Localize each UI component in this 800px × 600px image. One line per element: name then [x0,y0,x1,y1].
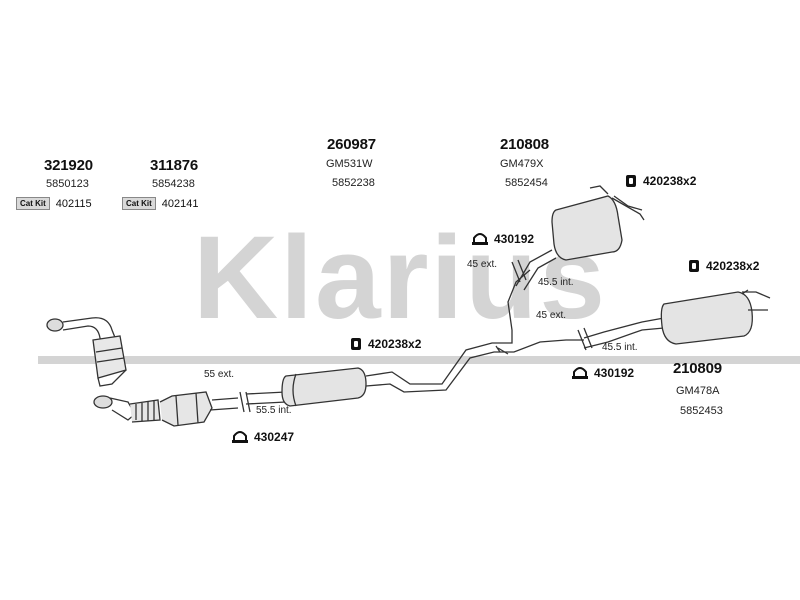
oe-number-cat1: 5850123 [46,178,89,190]
ref-clamp-mid: 430192 [472,232,534,246]
cat-kit-cat1: Cat Kit 402115 [16,197,92,210]
dim-ext-front: 55 ext. [204,369,235,380]
dim-int-front: 55.5 int. [256,405,292,416]
ref-label: 430247 [254,430,295,444]
ref-label: 420238x2 [643,174,697,188]
ref-label: 420238x2 [706,259,760,273]
dim-int-rear: 45.5 int. [602,342,638,353]
part-code-center: 260987 [327,136,376,153]
dim-ext-mid: 45 ext. [467,259,498,270]
oe-number-center: 5852238 [332,177,375,189]
rubber-mount-icon [689,260,699,272]
ref-mount-center: 420238x2 [350,337,421,351]
dim-ext-rear: 45 ext. [536,310,567,321]
clamp-icon [472,233,488,245]
oe-number-rear: 5852453 [680,405,723,417]
clamp-icon [232,431,248,443]
gm-number-center: GM531W [326,158,373,170]
part-code-cat1: 321920 [44,157,93,174]
ref-clamp-front: 430247 [232,430,294,444]
cat-kit-cat2: Cat Kit 402141 [122,197,199,210]
watermark-text: Klarius [193,212,607,344]
rubber-mount-icon [626,175,636,187]
catalytic-converter-2 [93,391,239,427]
ref-label: 430192 [594,366,635,380]
rear-silencer [583,289,771,349]
cat-kit-number: 402141 [161,197,199,210]
gm-number-rear: GM478A [676,385,720,397]
oe-number-mid: 5852454 [505,177,548,189]
mid-silencer [515,185,645,291]
gm-number-mid: GM479X [500,158,544,170]
cat-kit-badge: Cat Kit [122,197,156,210]
center-silencer [245,269,584,407]
catalytic-converter-1 [46,317,127,387]
ref-label: 430192 [494,232,535,246]
clamp-icon [572,367,588,379]
part-code-rear: 210809 [673,360,722,377]
ref-mount-right: 420238x2 [688,259,759,273]
part-code-cat2: 311876 [150,157,199,174]
ref-mount-upper-right: 420238x2 [625,174,696,188]
rubber-mount-icon [351,338,361,350]
ref-clamp-rear: 430192 [572,366,634,380]
ref-label: 420238x2 [368,337,422,351]
cat-kit-badge: Cat Kit [16,197,50,210]
dim-int-mid: 45.5 int. [538,277,574,288]
part-code-mid: 210808 [500,136,549,153]
oe-number-cat2: 5854238 [152,178,195,190]
cat-kit-number: 402115 [55,197,92,210]
